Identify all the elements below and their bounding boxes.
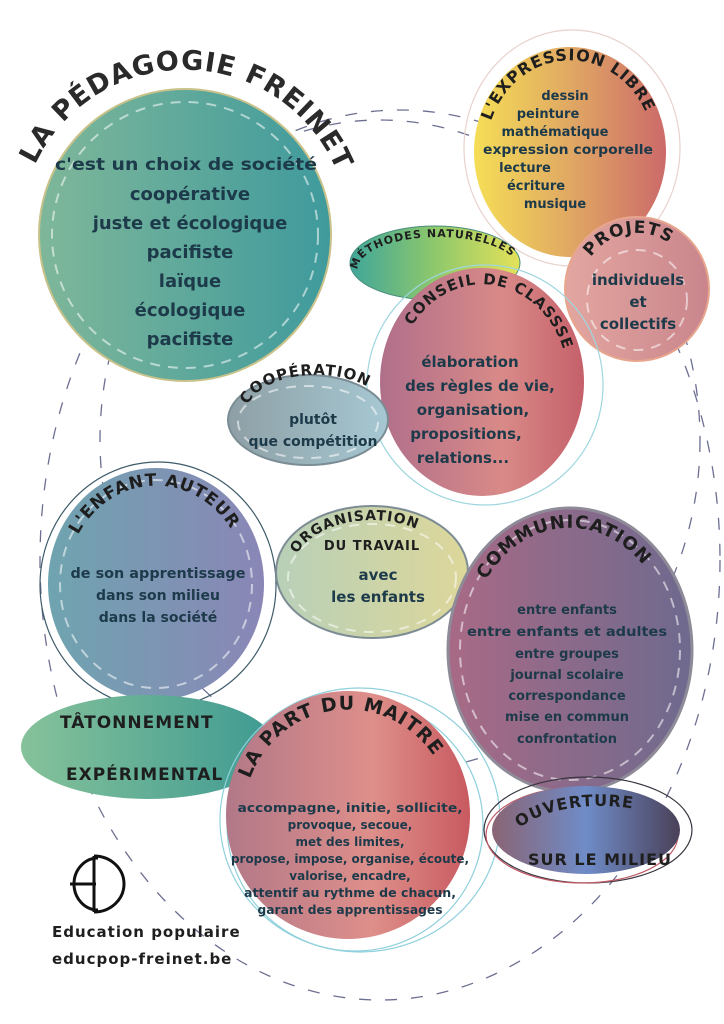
- educpop-logo: Education populaire educpop-freinet.be: [52, 854, 241, 968]
- list-item: accompagne, initie, sollicite,: [238, 801, 463, 815]
- main-item: laïque: [159, 271, 221, 292]
- part-du-maitre-bubble: LA PART DU MAITRE accompagne, initie, so…: [219, 687, 501, 953]
- list-item: garant des apprentissages: [258, 903, 443, 917]
- list-item: met des limites,: [295, 835, 404, 849]
- list-item: confrontation: [517, 732, 617, 747]
- list-item: dans son milieu: [96, 588, 220, 604]
- footer-website-link[interactable]: educpop-freinet.be: [52, 950, 232, 968]
- list-item: écriture: [507, 179, 565, 194]
- list-item: journal scolaire: [509, 668, 624, 683]
- list-item: individuels: [592, 271, 684, 289]
- list-item: mise en commun: [505, 710, 629, 725]
- ouverture-bubble: OUVERTURE SUR LE MILIEU: [483, 776, 693, 884]
- list-item: organisation,: [417, 401, 529, 419]
- main-item: écologique: [135, 300, 246, 321]
- main-item: coopérative: [130, 184, 250, 205]
- list-item: entre enfants: [517, 603, 617, 618]
- main-item: pacifiste: [147, 329, 234, 350]
- main-circle: LA PÉDAGOGIE FREINET c'est un choix de s…: [14, 45, 358, 382]
- main-intro: c'est un choix de société: [55, 155, 317, 175]
- list-item: avec: [359, 566, 398, 584]
- ouverture-line-2: SUR LE MILIEU: [528, 850, 672, 869]
- communication-bubble: COMMUNICATION entre enfants entre enfant…: [446, 506, 694, 794]
- list-item: peinture: [517, 107, 580, 122]
- list-item: collectifs: [600, 315, 676, 333]
- list-item: correspondance: [508, 689, 626, 704]
- enfant-auteur-bubble: L'ENFANT AUTEUR de son apprentissage dan…: [39, 461, 277, 709]
- list-item: valorise, encadre,: [289, 869, 410, 883]
- list-item: lecture: [499, 161, 551, 176]
- organisation-title-2: DU TRAVAIL: [324, 539, 420, 554]
- list-item: les enfants: [331, 588, 425, 606]
- list-item: entre groupes: [515, 647, 619, 662]
- list-item: et: [629, 293, 646, 311]
- list-item: musique: [524, 197, 587, 212]
- footer-org-name: Education populaire: [52, 923, 241, 941]
- main-item: juste et écologique: [92, 213, 288, 234]
- list-item: propose, impose, organise, écoute,: [231, 852, 469, 866]
- tatonnement-bubble: [21, 695, 275, 799]
- list-item: mathématique: [502, 125, 609, 140]
- tatonnement-line-1: TÂTONNEMENT: [60, 711, 214, 733]
- list-item: entre enfants et adultes: [467, 625, 667, 640]
- list-item: que compétition: [249, 434, 378, 450]
- tatonnement-text: TÂTONNEMENT EXPÉRIMENTAL: [60, 711, 223, 785]
- list-item: attentif au rythme de chacun,: [244, 886, 456, 900]
- projets-bubble: PROJETS individuels et collectifs: [564, 216, 710, 362]
- list-item: provoque, secoue,: [288, 818, 413, 832]
- list-item: expression corporelle: [483, 143, 653, 158]
- list-item: élaboration: [421, 353, 518, 371]
- organisation-bubble: ORGANISATION DU TRAVAIL avec les enfants: [275, 505, 469, 639]
- list-item: de son apprentissage: [71, 566, 246, 582]
- conseil-de-classe-bubble: CONSEIL DE CLASSSE élaboration des règle…: [366, 264, 604, 506]
- cooperation-bubble: COOPÉRATION plutôt que compétition: [227, 361, 389, 466]
- list-item: des règles de vie,: [405, 377, 555, 395]
- list-item: propositions,: [410, 425, 521, 443]
- tatonnement-line-2: EXPÉRIMENTAL: [66, 763, 223, 785]
- list-item: plutôt: [289, 412, 337, 428]
- main-item: pacifiste: [147, 242, 234, 263]
- list-item: dans la société: [99, 610, 218, 626]
- list-item: dessin: [541, 89, 588, 104]
- list-item: relations...: [417, 449, 509, 467]
